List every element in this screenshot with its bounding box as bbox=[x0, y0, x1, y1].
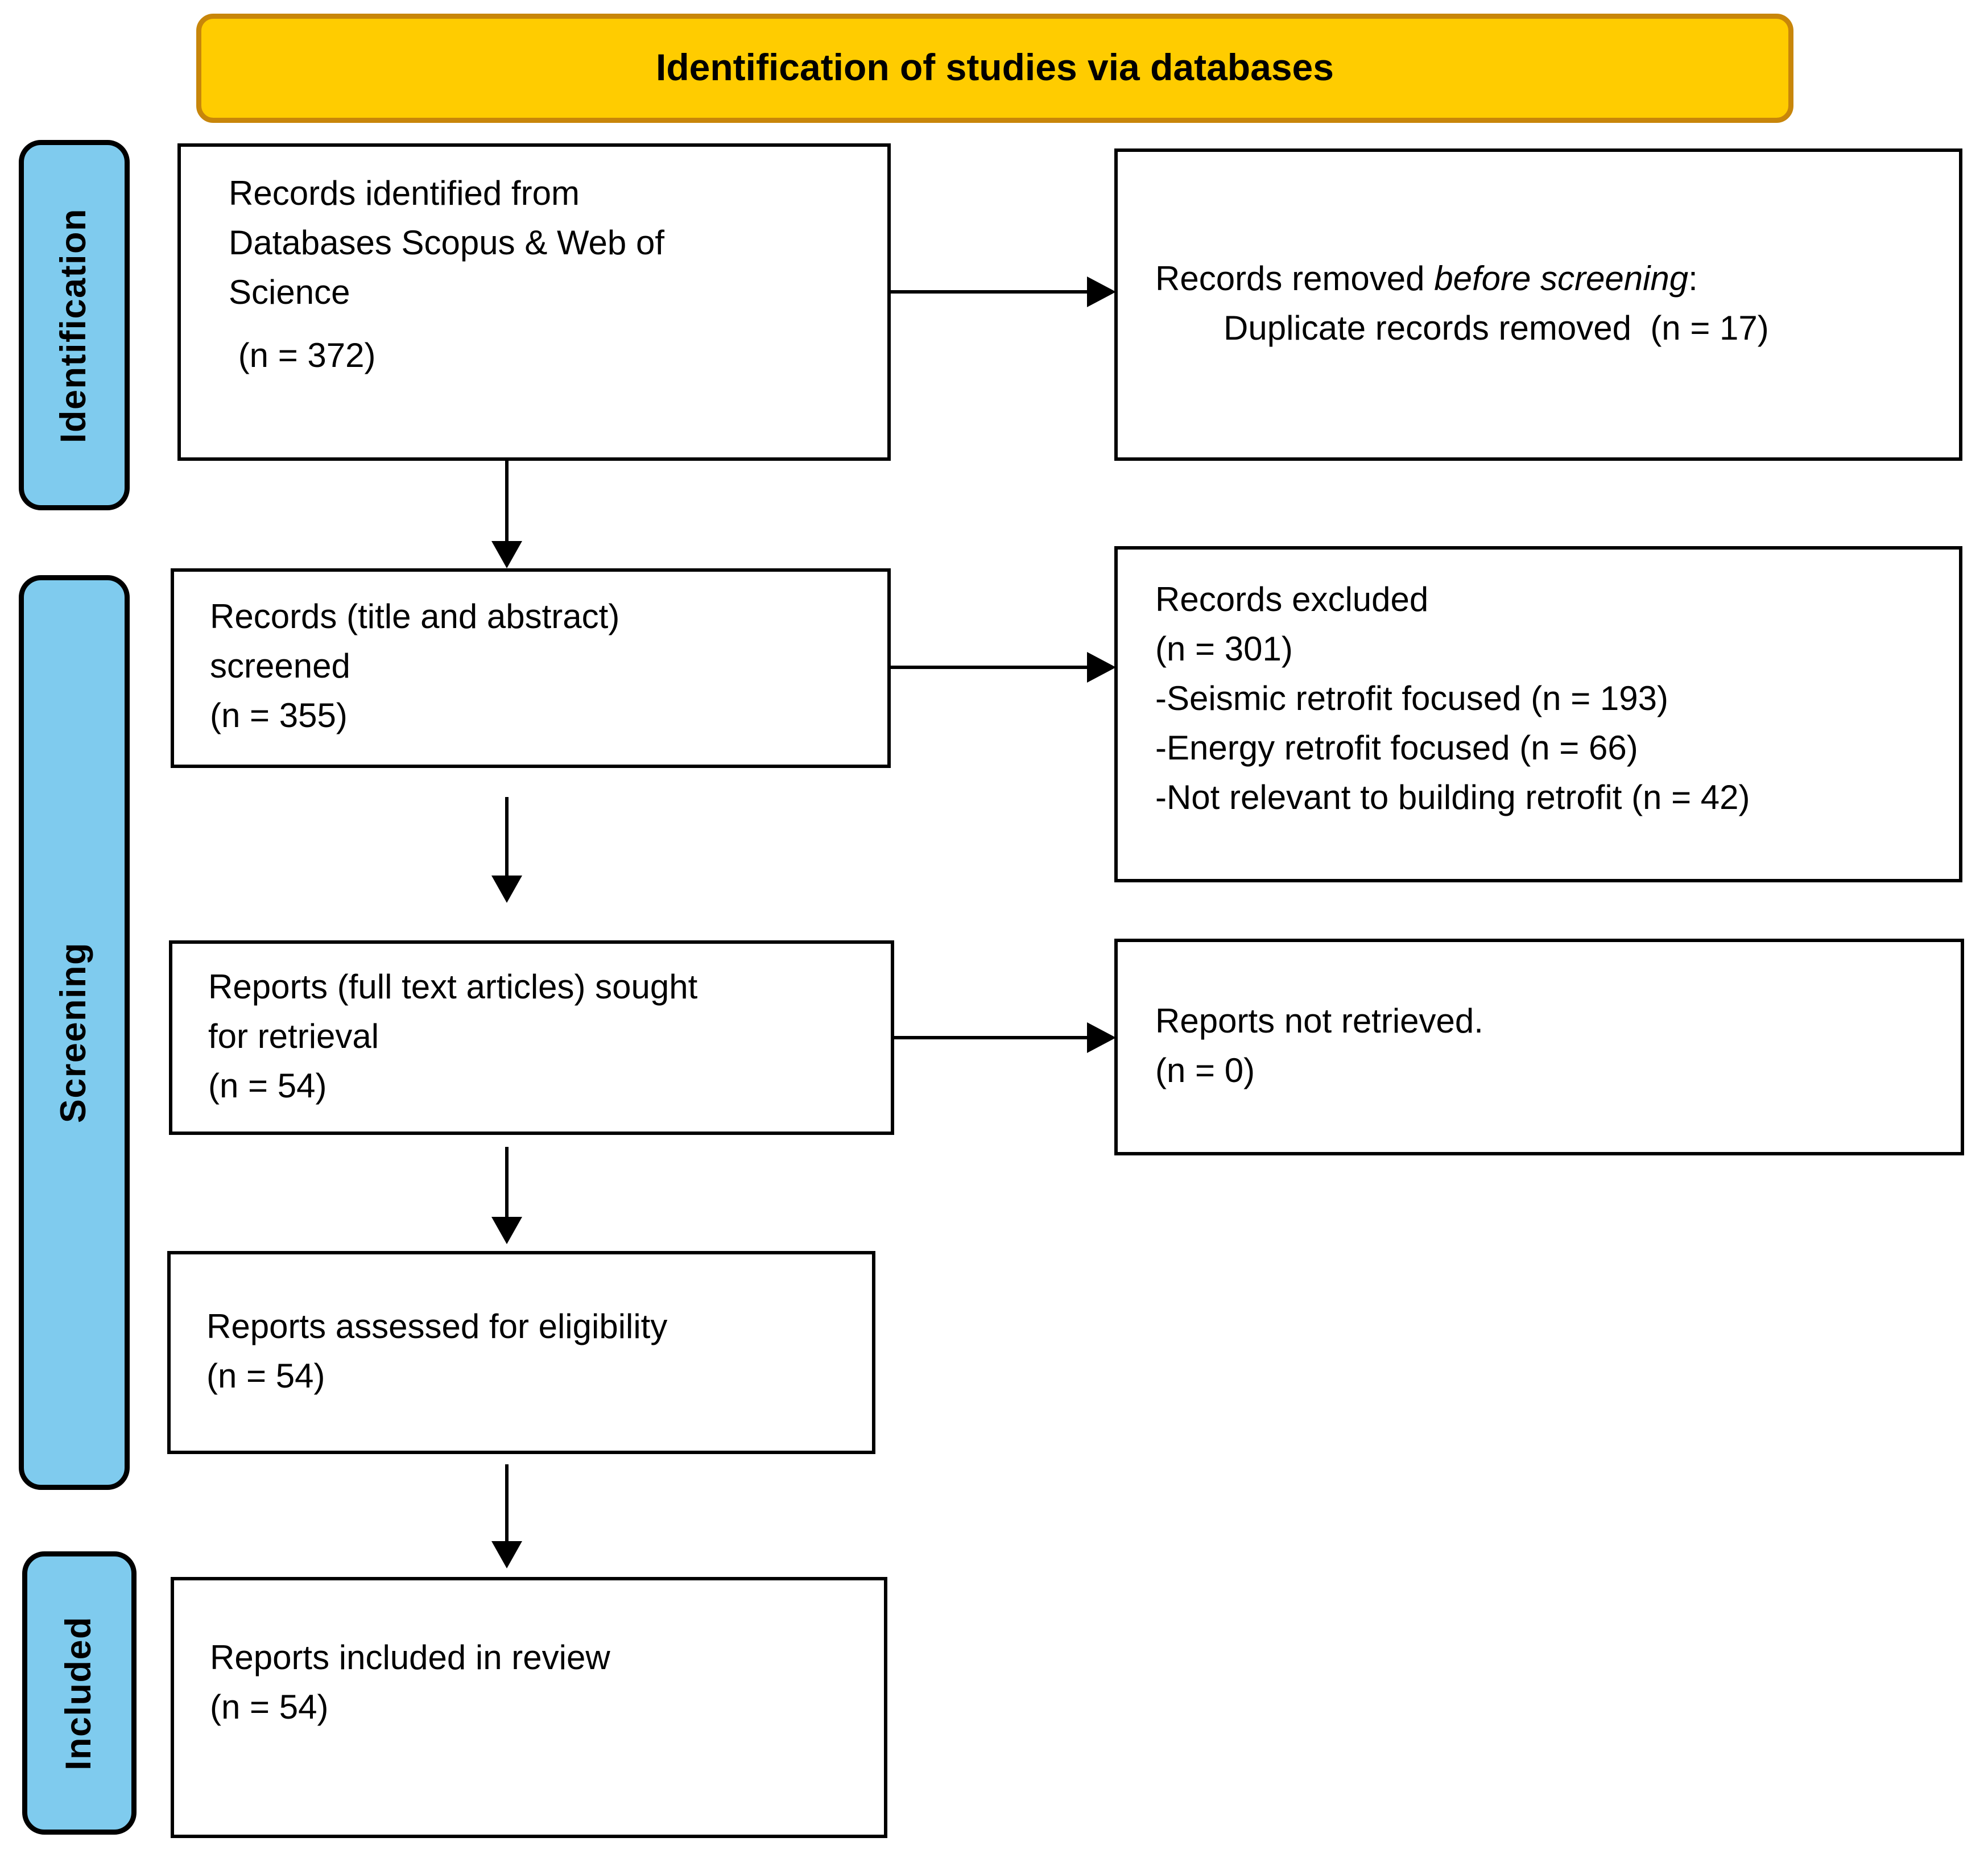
arrowhead-down-icon bbox=[490, 1541, 522, 1568]
arrowhead-right-icon bbox=[1087, 275, 1116, 307]
text-line: -Energy retrofit focused (n = 66) bbox=[1155, 730, 1638, 768]
arrow-line bbox=[891, 666, 1087, 669]
box-records-removed-before-screening: Records removed before screening: Duplic… bbox=[1114, 148, 1962, 461]
text-line: -Seismic retrofit focused (n = 193) bbox=[1155, 681, 1669, 719]
box-records-excluded: Records excluded (n = 301) -Seismic retrof… bbox=[1114, 546, 1962, 882]
records-removed-heading: Records removed before screening: bbox=[1155, 255, 1945, 305]
text-line: -Not relevant to building retrofit (n = … bbox=[1155, 780, 1750, 817]
text-line: Reports assessed for eligibility bbox=[206, 1308, 668, 1346]
text-line: (n = 54) bbox=[210, 1690, 329, 1727]
text-line: Records identified from bbox=[229, 176, 580, 213]
text-line: Science bbox=[229, 275, 350, 312]
box-reports-included: Reports included in review (n = 54) bbox=[171, 1577, 887, 1838]
arrowhead-down-icon bbox=[490, 1217, 522, 1244]
arrow-line bbox=[505, 1147, 509, 1217]
text-line: (n = 301) bbox=[1155, 631, 1293, 669]
text-line: Records excluded bbox=[1155, 582, 1429, 620]
text-line: (n = 0) bbox=[1155, 1052, 1255, 1090]
banner-identification-via-databases: Identification of studies via databases bbox=[196, 14, 1793, 123]
arrowhead-down-icon bbox=[490, 876, 522, 903]
text-line: Reports not retrieved. bbox=[1155, 1002, 1483, 1040]
text-line: (n = 54) bbox=[208, 1067, 327, 1105]
records-removed-emphasis: before screening bbox=[1434, 260, 1689, 298]
arrow-line bbox=[505, 797, 509, 876]
stage-label-screening: Screening bbox=[19, 575, 130, 1490]
text-line: for retrieval bbox=[208, 1018, 379, 1056]
stage-label-included-text: Included bbox=[59, 1616, 98, 1770]
text-line: Reports included in review bbox=[210, 1640, 610, 1678]
text-line: (n = 54) bbox=[206, 1357, 325, 1395]
stage-label-identification-text: Identification bbox=[53, 207, 93, 443]
box-reports-not-retrieved: Reports not retrieved. (n = 0) bbox=[1114, 939, 1964, 1155]
arrow-line bbox=[505, 1464, 509, 1541]
text-line: Databases Scopus & Web of bbox=[229, 225, 665, 263]
arrowhead-right-icon bbox=[1087, 1021, 1116, 1052]
text-line: Records (title and abstract) bbox=[210, 599, 620, 637]
arrowhead-down-icon bbox=[490, 541, 522, 568]
records-removed-suffix: : bbox=[1688, 260, 1698, 298]
text-line: screened bbox=[210, 649, 350, 686]
text-line: (n = 355) bbox=[210, 698, 348, 736]
box-reports-sought: Reports (full text articles) sought for r… bbox=[169, 940, 894, 1135]
arrow-line bbox=[894, 1036, 1087, 1039]
arrowhead-right-icon bbox=[1087, 651, 1116, 682]
banner-title: Identification of studies via databases bbox=[655, 46, 1334, 89]
arrow-line bbox=[505, 461, 509, 541]
records-removed-prefix: Records removed bbox=[1155, 260, 1435, 298]
text-line: Reports (full text articles) sought bbox=[208, 968, 698, 1006]
box-records-screened: Records (title and abstract) screened (n =… bbox=[171, 568, 891, 768]
text-line: (n = 372) bbox=[229, 338, 376, 375]
stage-label-identification: Identification bbox=[19, 140, 130, 510]
arrow-line bbox=[891, 290, 1087, 294]
duplicates-removed-line: Duplicate records removed (n = 17) bbox=[1224, 309, 1769, 348]
stage-label-screening-text: Screening bbox=[53, 942, 93, 1124]
box-reports-assessed: Reports assessed for eligibility (n = 54) bbox=[167, 1251, 875, 1454]
stage-label-included: Included bbox=[22, 1551, 137, 1835]
